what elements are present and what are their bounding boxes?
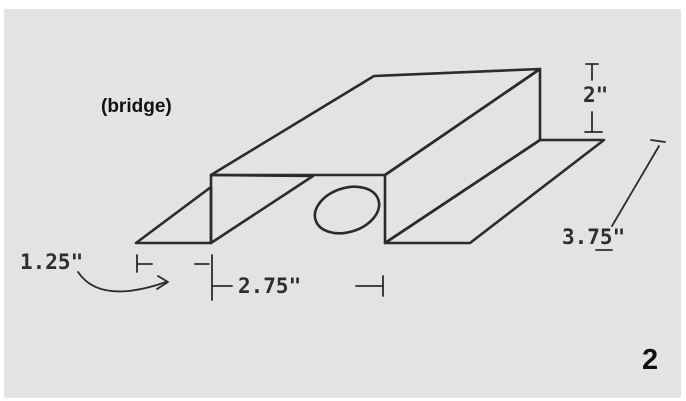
depth-label: 3.75" — [562, 225, 625, 249]
left-flange — [134, 185, 213, 245]
figure-caption: (bridge) — [101, 96, 172, 117]
height-label: 2" — [583, 83, 608, 107]
height-dimension: 2" — [583, 63, 608, 133]
right-flange — [383, 138, 606, 245]
bridge-opening — [313, 185, 381, 235]
span-dimension: 2.75" — [211, 254, 384, 301]
depth-dimension: 3.75" — [562, 139, 666, 251]
flange-label: 1.25" — [20, 250, 83, 274]
paper-scan — [4, 9, 681, 398]
bridge-top-face — [209, 67, 542, 177]
bridge-left-wall — [209, 173, 315, 245]
span-label: 2.75" — [238, 274, 301, 298]
page-number: 2 — [642, 344, 659, 376]
flange-dimension: 1.25" — [20, 250, 210, 293]
